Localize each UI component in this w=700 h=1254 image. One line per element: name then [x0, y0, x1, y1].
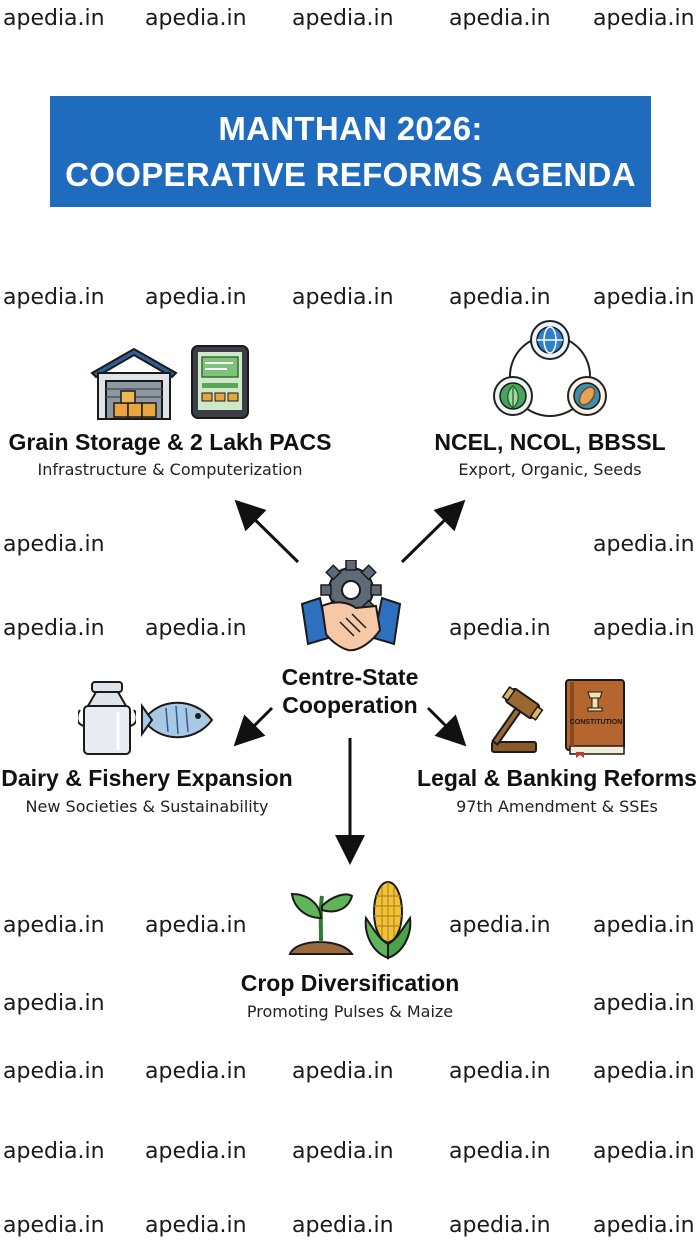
- watermark-text: apedia.in: [593, 1059, 695, 1084]
- watermark-text: apedia.in: [145, 1059, 247, 1084]
- milk-can-icon: [78, 681, 136, 755]
- watermark-text: apedia.in: [145, 6, 247, 31]
- legal-subtitle: 97th Amendment & SSEs: [456, 797, 658, 816]
- watermark-text: apedia.in: [593, 532, 695, 557]
- watermark-text: apedia.in: [145, 1139, 247, 1164]
- watermark-text: apedia.in: [449, 1139, 551, 1164]
- arrow-to-grain: [234, 499, 300, 564]
- tablet-icon: [191, 345, 249, 419]
- ncel-title: NCEL, NCOL, BBSSL: [434, 429, 666, 455]
- watermark-text: apedia.in: [593, 616, 695, 641]
- fish-icon: [141, 701, 214, 739]
- constitution-book-icon: CONSTITUTION: [565, 679, 625, 758]
- grain-subtitle: Infrastructure & Computerization: [37, 460, 303, 479]
- watermark-text: apedia.in: [145, 285, 247, 310]
- watermark-text: apedia.in: [292, 1213, 394, 1238]
- watermark-text: apedia.in: [145, 616, 247, 641]
- watermark-text: apedia.in: [3, 616, 105, 641]
- watermark-text: apedia.in: [145, 913, 247, 938]
- center-line-1: Centre-State: [281, 664, 419, 690]
- watermark-text: apedia.in: [449, 6, 551, 31]
- watermark-text: apedia.in: [593, 285, 695, 310]
- dairy-title: Dairy & Fishery Expansion: [1, 765, 293, 791]
- sprout-icon: [288, 892, 354, 955]
- watermark-text: apedia.in: [292, 1059, 394, 1084]
- arrow-to-ncel: [400, 499, 466, 564]
- watermark-text: apedia.in: [449, 285, 551, 310]
- title-line-2: COOPERATIVE REFORMS AGENDA: [65, 156, 636, 193]
- handshake-gear-icon: [300, 560, 402, 652]
- watermark-text: apedia.in: [3, 1059, 105, 1084]
- watermark-text: apedia.in: [449, 1059, 551, 1084]
- arrow-to-dairy: [233, 706, 274, 747]
- center-label: Centre-State Cooperation: [282, 663, 419, 719]
- watermark-text: apedia.in: [145, 1213, 247, 1238]
- watermark-text: apedia.in: [593, 6, 695, 31]
- watermark-text: apedia.in: [3, 913, 105, 938]
- watermark-text: apedia.in: [593, 1139, 695, 1164]
- watermark-text: apedia.in: [593, 991, 695, 1016]
- warehouse-icon: [90, 347, 178, 420]
- book-label: CONSTITUTION: [570, 719, 623, 726]
- ncel-subtitle: Export, Organic, Seeds: [458, 460, 642, 479]
- watermark-text: apedia.in: [3, 991, 105, 1016]
- legal-title: Legal & Banking Reforms: [417, 765, 697, 791]
- center-line-2: Cooperation: [282, 692, 418, 718]
- watermark-text: apedia.in: [3, 1139, 105, 1164]
- watermark-text: apedia.in: [449, 616, 551, 641]
- watermark-text: apedia.in: [292, 6, 394, 31]
- globe-network-icon: [493, 320, 607, 417]
- watermark-text: apedia.in: [3, 6, 105, 31]
- title-line-1: MANTHAN 2026:: [218, 110, 483, 147]
- watermark-text: apedia.in: [449, 1213, 551, 1238]
- watermark-text: apedia.in: [3, 285, 105, 310]
- watermark-text: apedia.in: [292, 285, 394, 310]
- dairy-subtitle: New Societies & Sustainability: [25, 797, 269, 816]
- crop-title: Crop Diversification: [240, 970, 460, 996]
- maize-icon: [364, 881, 412, 960]
- crop-subtitle: Promoting Pulses & Maize: [246, 1002, 454, 1021]
- watermark-text: apedia.in: [3, 1213, 105, 1238]
- watermark-text: apedia.in: [3, 532, 105, 557]
- watermark-text: apedia.in: [292, 1139, 394, 1164]
- watermark-text: apedia.in: [593, 1213, 695, 1238]
- title-banner: MANTHAN 2026: COOPERATIVE REFORMS AGENDA: [50, 96, 651, 207]
- watermark-text: apedia.in: [449, 913, 551, 938]
- arrow-to-legal: [426, 706, 467, 747]
- watermark-text: apedia.in: [593, 913, 695, 938]
- grain-title: Grain Storage & 2 Lakh PACS: [8, 429, 332, 455]
- gavel-icon: [491, 686, 544, 753]
